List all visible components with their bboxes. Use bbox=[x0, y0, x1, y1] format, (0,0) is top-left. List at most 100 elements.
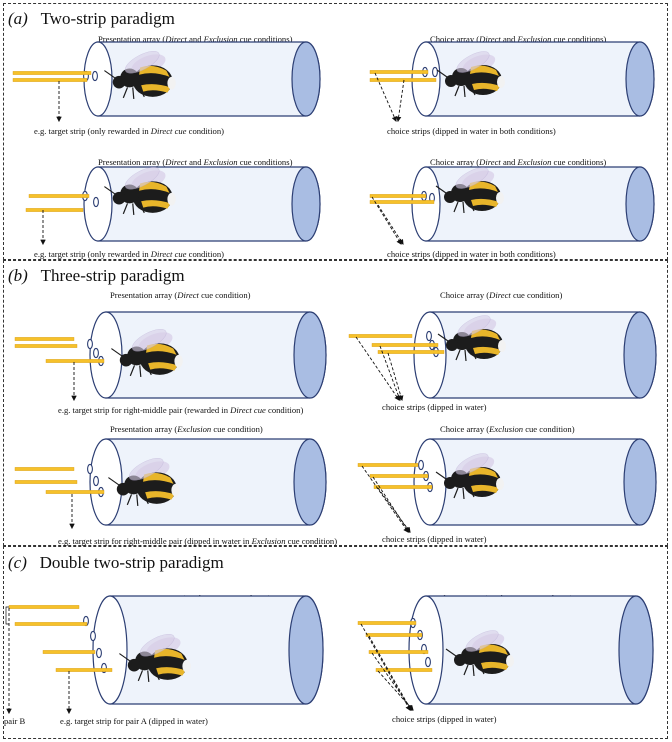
b4-hole-1 bbox=[418, 459, 424, 471]
a3-bee-antenna bbox=[104, 186, 116, 195]
a3-caption: Presentation array (Direct and Exclusion… bbox=[98, 157, 292, 167]
b4-arrow-3 bbox=[377, 487, 411, 533]
b4-note: choice strips (dipped in water) bbox=[382, 534, 487, 544]
b2-bee-legs bbox=[455, 348, 477, 362]
a4-bee-legs bbox=[453, 200, 475, 214]
b1-tube-entrance bbox=[89, 311, 123, 399]
b2-caption: Choice array (Direct cue condition) bbox=[440, 290, 562, 300]
a3-strip-2 bbox=[25, 208, 84, 212]
a4-bee-stripe-yellow bbox=[469, 181, 498, 192]
a1-strip-2 bbox=[12, 78, 88, 82]
c1-tube-far-end bbox=[288, 595, 324, 705]
b2-bee-antenna bbox=[437, 333, 449, 342]
a3-bee-tail bbox=[167, 192, 176, 206]
b2-tube-far-end bbox=[623, 311, 657, 399]
b2-bee-tail bbox=[498, 340, 506, 352]
a3-bee-wing-front bbox=[124, 166, 160, 190]
a1-note-pre: e.g. target strip (only rewarded in bbox=[34, 126, 151, 136]
c2-arrow-4 bbox=[377, 670, 414, 711]
b1-bee-head bbox=[119, 353, 133, 367]
a2-bee-antenna bbox=[436, 69, 448, 78]
a2-caption-post: cue conditions) bbox=[551, 34, 607, 44]
a3-strip-1 bbox=[28, 194, 90, 198]
c1-pair-b-bracket bbox=[5, 606, 9, 625]
b2-bee-wing-front bbox=[457, 315, 491, 337]
panel-a-title: (a) Two-strip paradigm bbox=[8, 9, 175, 29]
a4-bee-head bbox=[444, 191, 456, 203]
a2-strip-1 bbox=[369, 70, 429, 74]
c1-bee-tail bbox=[182, 659, 191, 673]
b4-bee-legs bbox=[453, 486, 475, 500]
b1-caption-pre: Presentation array ( bbox=[110, 290, 178, 300]
b4-bee-stripe-yellow-2 bbox=[471, 484, 499, 493]
b1-tube-far-end bbox=[293, 311, 327, 399]
a3-caption-it1: Direct bbox=[165, 157, 187, 167]
a2-note: choice strips (dipped in water in both c… bbox=[387, 126, 556, 136]
b3-bee-stripe-yellow bbox=[143, 472, 174, 484]
b1-bee-antenna bbox=[111, 348, 123, 357]
b2-caption-it1: Direct bbox=[489, 290, 511, 300]
b1-caption-post: cue condition) bbox=[198, 290, 251, 300]
a1-bee-stripe-yellow bbox=[139, 65, 170, 77]
a1-caption-mid: and bbox=[186, 34, 204, 44]
a2-caption: Choice array (Direct and Exclusion cue c… bbox=[430, 34, 606, 44]
a2-caption-pre: Choice array ( bbox=[430, 34, 480, 44]
b2-caption-pre: Choice array ( bbox=[440, 290, 490, 300]
c1-bee-wing-front bbox=[139, 633, 175, 657]
a3-note-post: condition) bbox=[186, 249, 224, 259]
panel-b-title: (b) Three-strip paradigm bbox=[8, 266, 185, 286]
b1-bee-legs bbox=[129, 364, 152, 378]
a2-bee-stripe-yellow bbox=[470, 65, 499, 76]
c2-arrow-1 bbox=[360, 623, 411, 711]
b4-bee-stripe-yellow bbox=[469, 467, 498, 478]
b2-hole-1 bbox=[426, 330, 432, 342]
c1-bee-stripe-yellow-2 bbox=[156, 667, 186, 676]
a4-note-text: choice strips (dipped in water in both c… bbox=[387, 249, 556, 259]
b2-caption-post: cue condition) bbox=[510, 290, 563, 300]
b1-note: e.g. target strip for right-middle pair … bbox=[58, 405, 303, 415]
b4-caption-it1: Exclusion bbox=[489, 424, 524, 434]
b2-strip-3 bbox=[377, 350, 445, 354]
c1-bee-legs bbox=[137, 669, 160, 683]
c2-bee-head bbox=[454, 654, 466, 666]
a3-bee-stripe-yellow-2 bbox=[141, 200, 171, 209]
b3-tube-far-end bbox=[293, 438, 327, 526]
a3-bee-head bbox=[112, 191, 126, 205]
b1-strip-3 bbox=[45, 359, 105, 363]
b3-bee-legs bbox=[126, 493, 149, 507]
a3-tube-far-end bbox=[291, 166, 321, 242]
panel-c-title: (c) Double two-strip paradigm bbox=[8, 553, 224, 573]
panel-c-letter: (c) bbox=[8, 553, 27, 572]
b3-bee-head bbox=[116, 482, 130, 496]
c1-strip-1 bbox=[8, 605, 80, 609]
b3-hole-1 bbox=[87, 463, 93, 475]
b4-strip-3 bbox=[373, 485, 433, 489]
a1-bee-legs bbox=[122, 86, 145, 100]
a3-caption-post: cue conditions) bbox=[237, 157, 293, 167]
a2-bee-legs bbox=[454, 84, 476, 98]
b1-bee-wing-front bbox=[131, 328, 167, 352]
b2-note-text: choice strips (dipped in water) bbox=[382, 402, 487, 412]
a3-caption-it2: Exclusion bbox=[203, 157, 238, 167]
a1-strip-1 bbox=[12, 71, 92, 75]
a2-bee-wing-front bbox=[456, 51, 490, 73]
a2-arrow-2 bbox=[395, 79, 405, 123]
b3-bee-wing-front bbox=[128, 457, 164, 481]
a1-caption-pre: Presentation array ( bbox=[98, 34, 166, 44]
c2-bee-wing-front bbox=[465, 630, 499, 652]
panel-c-title-text: Double two-strip paradigm bbox=[39, 553, 224, 572]
b3-note-pre: e.g. target strip for right-middle pair … bbox=[58, 536, 252, 546]
b2-arrow-3 bbox=[387, 352, 404, 402]
b1-hole-1 bbox=[87, 338, 93, 350]
a3-note: e.g. target strip (only rewarded in Dire… bbox=[34, 249, 224, 259]
c1-tube-entrance bbox=[92, 595, 128, 705]
b1-hole-2 bbox=[93, 347, 99, 359]
a2-caption-it1: Direct bbox=[479, 34, 501, 44]
b1-strip-1 bbox=[14, 337, 75, 341]
c1-strip-4 bbox=[55, 668, 113, 672]
b3-note-post: cue condition) bbox=[285, 536, 338, 546]
b3-bee-antenna bbox=[108, 477, 120, 486]
b3-bee-tail bbox=[171, 483, 180, 497]
b2-strip-2 bbox=[371, 343, 439, 347]
b4-caption: Choice array (Exclusion cue condition) bbox=[440, 424, 575, 434]
